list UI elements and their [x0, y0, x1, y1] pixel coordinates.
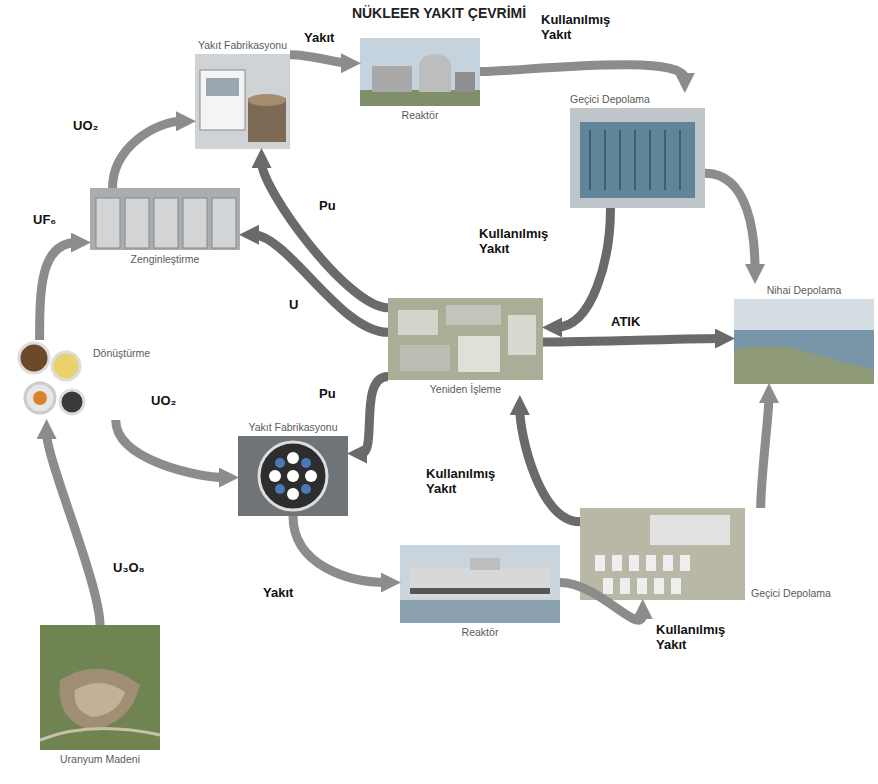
photo-node: Nihai Depolama	[734, 283, 874, 384]
flow-arrow	[47, 433, 100, 625]
node-label: Yakıt Fabrikasyonu	[195, 38, 290, 52]
flow-label: UO₂	[150, 393, 177, 408]
photo-frame	[12, 340, 87, 420]
flow-label: ATIK	[610, 314, 641, 329]
photo-frame	[90, 188, 240, 250]
photo-node: Geçici Depolama	[580, 508, 831, 600]
conversion-photo	[19, 343, 84, 414]
node-label: Yeniden İşleme	[388, 382, 543, 396]
diagram-title: NÜKLEER YAKIT ÇEVRİMİ	[0, 5, 878, 21]
node-label: Dönüştürme	[93, 346, 150, 360]
flow-arrow	[113, 121, 183, 188]
fuel-assembly-photo	[238, 436, 348, 516]
flow-label: Kullanılmış Yakıt	[425, 466, 517, 496]
node-label: Nihai Depolama	[734, 283, 874, 297]
flow-arrow	[705, 173, 755, 270]
photo-node: Zenginleştirme	[90, 188, 240, 266]
photo-frame	[734, 299, 874, 384]
node-label: Uranyum Madeni	[40, 752, 160, 766]
node-label: Reaktör	[400, 625, 560, 639]
flow-arrow	[543, 339, 721, 343]
photo-node: Reaktör	[360, 38, 480, 122]
photo-node: Yakıt Fabrikasyonu	[195, 38, 290, 149]
node-label: Yakıt Fabrikasyonu	[238, 420, 348, 434]
photo-frame	[40, 625, 160, 750]
photo-node: Geçici Depolama	[570, 92, 705, 208]
flow-arrow	[520, 409, 580, 522]
photo-node: Uranyum Madeni	[40, 625, 160, 766]
node-label: Zenginleştirme	[90, 252, 240, 266]
flow-arrow	[116, 420, 225, 478]
flow-label: UO₂	[72, 118, 99, 133]
photo-frame	[238, 436, 348, 516]
flow-label: Kullanılmış Yakıt	[655, 622, 747, 652]
enrichment-photo	[90, 188, 240, 250]
flow-arrow	[761, 397, 769, 508]
photo-frame	[388, 298, 543, 380]
flow-label: U₃O₈	[112, 560, 146, 575]
fabrication-photo	[195, 54, 290, 149]
photo-frame	[195, 54, 290, 149]
flow-arrow	[262, 162, 389, 308]
photo-frame	[570, 108, 705, 208]
flow-arrow	[253, 235, 388, 332]
flow-label: Yakıt	[262, 585, 294, 600]
reactor-photo	[400, 545, 560, 623]
photo-node: Dönüştürme	[12, 340, 150, 420]
flow-arrow	[560, 583, 643, 621]
flow-label: Pu	[318, 386, 337, 401]
flow-label: UF₆	[32, 212, 57, 227]
node-label: Geçici Depolama	[570, 92, 705, 106]
reprocessing-photo	[388, 298, 543, 380]
photo-node: Yakıt Fabrikasyonu	[238, 420, 348, 516]
label-column: Geçici Depolama	[751, 586, 831, 600]
reactor-photo	[360, 38, 480, 106]
final-disposal-photo	[734, 299, 874, 384]
photo-node: Yeniden İşleme	[388, 298, 543, 396]
flow-label: Kullanılmış Yakıt	[478, 226, 570, 256]
node-label: Geçici Depolama	[751, 586, 831, 600]
photo-frame	[400, 545, 560, 623]
uranium-mine-photo	[40, 625, 160, 750]
flow-label: Pu	[318, 198, 337, 213]
photo-node: Reaktör	[400, 545, 560, 639]
photo-frame	[360, 38, 480, 106]
interim-storage-photo	[580, 508, 745, 600]
flow-label: Kullanılmış Yakıt	[540, 12, 632, 42]
flow-arrow	[40, 243, 77, 340]
flow-arrow	[293, 516, 387, 583]
storage-pool-photo	[570, 108, 705, 208]
flow-label: U	[288, 297, 299, 312]
photo-frame	[580, 508, 745, 600]
flow-arrow	[480, 65, 685, 79]
label-column: Dönüştürme	[93, 346, 150, 360]
node-label: Reaktör	[360, 108, 480, 122]
flow-arrow	[361, 376, 388, 453]
flow-label: Yakıt	[303, 30, 335, 45]
flow-arrow	[290, 55, 347, 64]
